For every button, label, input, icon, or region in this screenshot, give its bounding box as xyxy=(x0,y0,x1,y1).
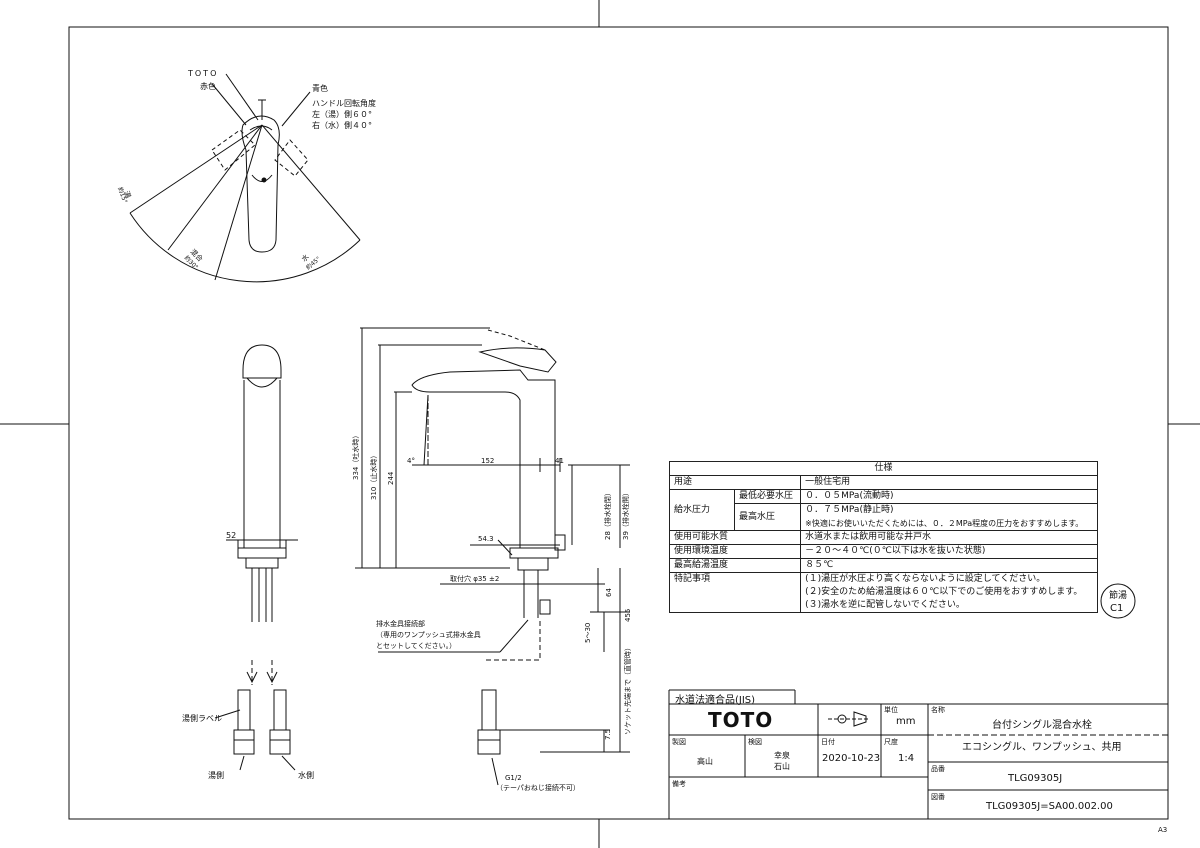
dim-75: 7.5 xyxy=(604,729,612,740)
min-pressure-label: 最低必要水圧 xyxy=(733,489,802,504)
brand-label: TOTO xyxy=(187,69,218,78)
drain-note-2: （専用のワンプッシュ式排水金具 xyxy=(376,630,481,639)
stamp-line2: C1 xyxy=(1110,603,1123,614)
dim-52: 52 xyxy=(226,531,236,540)
date-label: 日付 xyxy=(821,738,835,746)
right-angle: 右（水）側４０° xyxy=(312,120,372,130)
drawing-number: TLG09305J=SA00.002.00 xyxy=(986,801,1113,812)
drawn-label: 製図 xyxy=(672,738,686,746)
name-label: 名称 xyxy=(931,706,945,714)
unit-label: 単位 xyxy=(884,706,898,714)
hot-side: 湯側 xyxy=(208,770,224,780)
max-pressure-label: 最高水圧 xyxy=(733,503,802,531)
note-2: (２)安全のため給湯温度は６０℃以下でのご使用をおすすめします。 xyxy=(800,586,1098,599)
dim-152: 152 xyxy=(481,457,494,465)
note-1: (１)湯圧が水圧より高くならないように設定してください。 xyxy=(800,572,1098,586)
cold-side: 水側 xyxy=(298,770,314,780)
dim-310: 310（止水時） xyxy=(369,452,378,500)
top-view xyxy=(129,73,361,283)
drain-note-1: 排水金具接続部 xyxy=(376,619,425,628)
dim-5-30: 5～30 xyxy=(584,623,592,643)
scale-label: 尺度 xyxy=(884,738,898,746)
notes-label: 特記事項 xyxy=(668,572,802,613)
remarks-label: 備考 xyxy=(672,780,686,788)
drawing-label: 図番 xyxy=(931,793,945,801)
min-pressure-value: ０．０５MPa(流動時) xyxy=(800,489,1098,504)
drain-note-3: とセットしてください。） xyxy=(376,642,456,650)
handle-angle-title: ハンドル回転角度 xyxy=(312,98,376,108)
scale-value: 1:4 xyxy=(898,753,915,764)
part-number: TLG09305J xyxy=(1008,773,1063,784)
dim-28: 28（排水栓閉） xyxy=(603,489,612,540)
dim-41: 41 xyxy=(555,457,564,465)
pressure-label: 給水圧力 xyxy=(669,489,735,531)
front-view xyxy=(214,344,298,771)
dim-4deg: 4° xyxy=(407,457,415,465)
dim-244: 244 xyxy=(387,471,395,485)
red-label: 赤色 xyxy=(200,81,216,91)
hot-temp-value: ８５℃ xyxy=(800,558,1098,573)
checked-label: 検図 xyxy=(748,738,762,746)
mount-hole: 取付穴 φ35 ±2 xyxy=(450,574,499,583)
max-pressure-value: ０．７５MPa(静止時) xyxy=(800,503,1098,517)
unit-value: mm xyxy=(896,716,916,727)
water-label: 使用可能水質 xyxy=(668,530,802,545)
left-angle: 左（湯）側６０° xyxy=(312,109,372,119)
hot-side-label: 湯側ラベル xyxy=(182,713,222,723)
toto-logo: TOTO xyxy=(708,708,774,732)
product-name-2: エコシングル、ワンプッシュ、共用 xyxy=(962,742,1122,753)
dim-39: 39（排水栓開） xyxy=(621,489,630,540)
side-view xyxy=(355,327,630,786)
dim-64: 64 xyxy=(605,588,613,597)
drawn-by: 高山 xyxy=(697,757,713,766)
use-value: 一般住宅用 xyxy=(800,475,1098,490)
title-block xyxy=(668,689,1169,820)
hot-temp-label: 最高給湯温度 xyxy=(668,558,802,573)
checked-by-1: 幸泉 xyxy=(774,751,790,760)
dim-543: 54.3 xyxy=(478,535,494,543)
spec-title: 仕様 xyxy=(669,461,1098,476)
dim-334: 334（吐水時） xyxy=(351,432,360,480)
cold-label: 水 xyxy=(300,252,311,263)
env-label: 使用環境温度 xyxy=(668,544,802,559)
dim-455: 455 xyxy=(624,609,632,622)
max-pressure-note: ※快適にお使いいただくためには、０．２MPa程度の圧力をおすすめします。 xyxy=(800,517,1098,531)
product-name-1: 台付シングル混合水栓 xyxy=(992,720,1092,731)
eco-stamp xyxy=(1100,583,1136,619)
part-label: 品番 xyxy=(931,765,945,773)
jis-label: 水道法適合品(JIS) xyxy=(675,695,756,706)
water-value: 水道水または飲用可能な井戸水 xyxy=(800,530,1098,545)
spec-table: 仕様 用途 一般住宅用 給水圧力 最低必要水圧 ０．０５MPa(流動時) 最高水… xyxy=(668,461,1098,613)
socket-note: ソケット先端まで（直管時） xyxy=(623,644,632,735)
thread-2: （テーパおねじ接続不可） xyxy=(496,783,580,792)
checked-by-2: 石山 xyxy=(774,762,790,771)
blue-label: 青色 xyxy=(312,83,328,93)
use-label: 用途 xyxy=(668,475,802,490)
sheet-size: A3 xyxy=(1158,826,1167,834)
stamp-line1: 節湯 xyxy=(1109,589,1127,601)
note-3: (３)湯水を逆に配管しないでください。 xyxy=(800,599,1098,613)
date-value: 2020-10-23 xyxy=(822,753,881,764)
thread-1: G1/2 xyxy=(505,774,522,782)
hot-label: 湯 xyxy=(122,190,133,200)
drawing-frame xyxy=(68,26,1169,820)
env-value: －２０～４０℃(０℃以下は水を抜いた状態) xyxy=(800,544,1098,559)
